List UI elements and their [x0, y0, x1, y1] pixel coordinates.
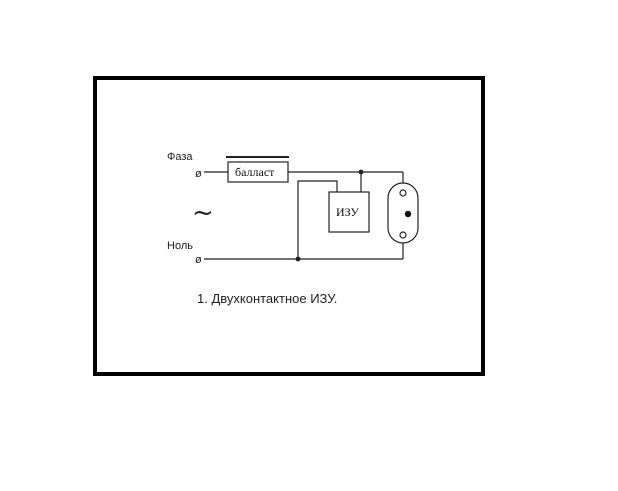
ballast-label: балласт: [235, 165, 275, 179]
diagram-caption: 1. Двухконтактное ИЗУ.: [197, 291, 337, 306]
lamp-top-contact: [399, 189, 407, 197]
igniter-label: ИЗУ: [336, 205, 359, 219]
neutral-terminal-symbol: ø: [195, 254, 202, 266]
phase-terminal-symbol: ø: [195, 168, 202, 180]
neutral-label: Ноль: [167, 240, 193, 252]
diagram-frame: [93, 76, 485, 376]
igniter-box: [328, 191, 370, 233]
lamp-bottom-contact: [399, 231, 407, 239]
ac-source-symbol: ~: [192, 198, 214, 228]
phase-label: Фаза: [167, 151, 193, 163]
igniter-neutral-lead: [297, 180, 338, 259]
neutral-junction-dot: [295, 256, 301, 262]
lamp-body: [387, 182, 419, 244]
lamp-center-dot: [404, 210, 412, 218]
